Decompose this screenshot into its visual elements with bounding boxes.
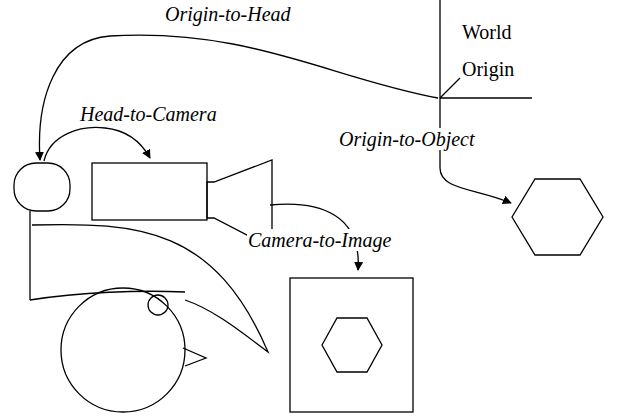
axis-label: World Origin [462,14,532,88]
transform-label: Origin-to-Head [165,3,291,25]
transform-label: Camera-to-Image [247,229,392,251]
transform-label: Head-to-Camera [80,103,217,125]
transform-label: Origin-to-Object [338,128,476,150]
